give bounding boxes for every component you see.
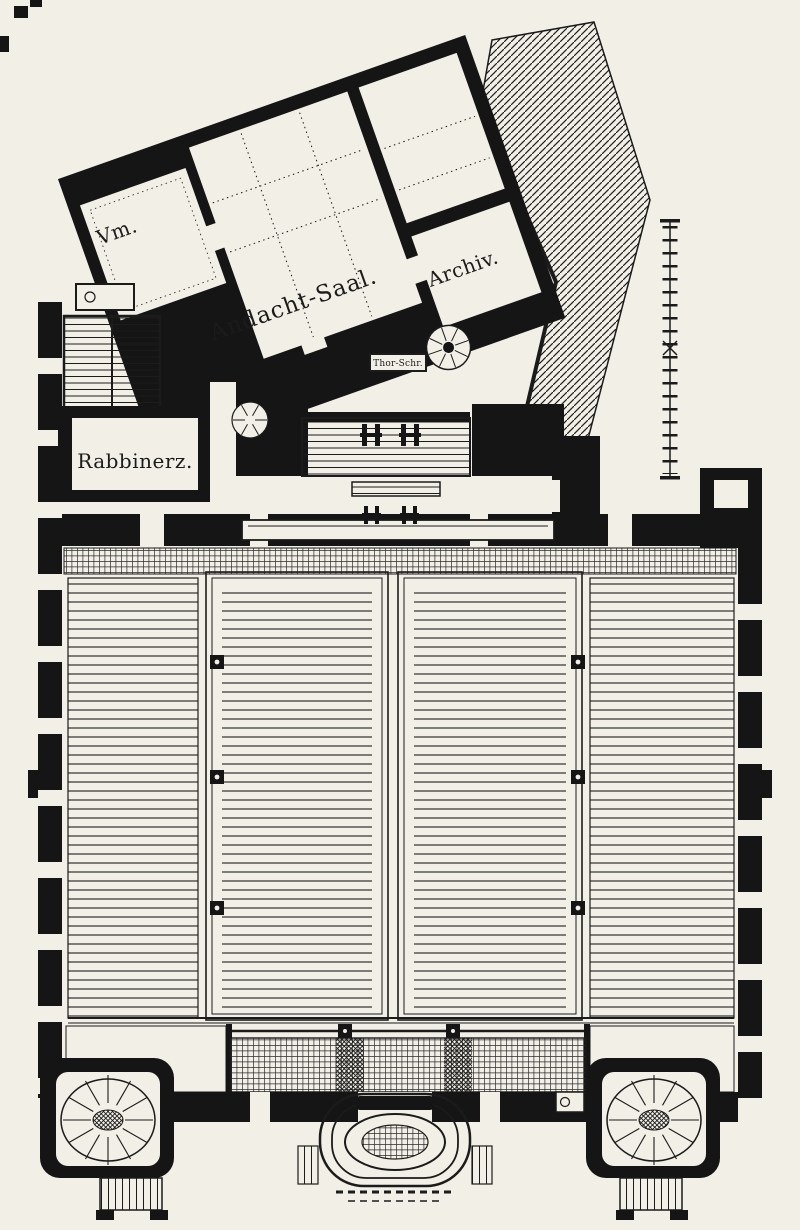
wing-spiral-stair-newel — [443, 341, 455, 353]
scale-bar — [660, 219, 680, 480]
exterior-steps-left — [99, 1177, 163, 1211]
portico-platform-inner — [361, 1124, 429, 1160]
portico-threshold — [356, 1096, 434, 1110]
portico-side-step — [471, 1145, 493, 1185]
corridor — [210, 382, 236, 518]
door-mark — [400, 513, 419, 517]
buttress-left — [28, 770, 38, 798]
columns — [210, 655, 585, 915]
portico-side-step — [297, 1145, 319, 1185]
door-gap — [250, 1092, 270, 1122]
column-core — [575, 774, 581, 780]
main-hall — [28, 302, 772, 1122]
exterior-steps-right — [619, 1177, 683, 1211]
thor-schrein-label: Thor-Schr. — [373, 359, 423, 369]
closet-fixture — [84, 291, 96, 303]
door-gap — [608, 514, 632, 546]
terrace-steps — [301, 417, 471, 477]
pews-outer-right — [589, 577, 735, 1019]
scale-bar-cross-mark — [662, 340, 678, 356]
vestibule-mat — [444, 1038, 472, 1092]
vestibule-mat — [336, 1038, 364, 1092]
pews-outer-left — [67, 577, 199, 1019]
column-core — [214, 774, 220, 780]
room-upper-right — [358, 52, 505, 224]
door-gap — [404, 254, 429, 285]
spiral-stair-left-treads — [63, 1075, 153, 1165]
fixture — [559, 1096, 571, 1108]
rail-inner-left — [205, 571, 389, 1021]
ceiling-dotted-lines — [89, 112, 490, 338]
mid-structures: Rabbinerz. Thor-Schr. — [58, 283, 600, 518]
rail-inner-right — [397, 571, 583, 1021]
column-core — [575, 659, 581, 665]
door-gap — [140, 514, 164, 546]
vestibule-floor — [229, 1037, 587, 1093]
step-foot — [150, 1210, 168, 1220]
scan-artifact — [14, 6, 28, 18]
wing-spiral-stair-treads — [428, 327, 469, 368]
platform-band — [63, 547, 737, 575]
room-vm — [79, 167, 227, 321]
rail-inner-right2 — [403, 577, 577, 1015]
column-core — [214, 905, 220, 911]
closet — [75, 283, 135, 311]
scan-artifact — [30, 0, 42, 7]
step-foot — [96, 1210, 114, 1220]
door-gap — [480, 1092, 500, 1122]
upper-wing: Vm. Andacht-Saal. Archiv. — [57, 34, 566, 462]
door-marks-gallery — [362, 506, 419, 524]
corridor-steps — [351, 481, 441, 497]
spiral-stair-left-newel — [92, 1109, 124, 1131]
fan-stair — [231, 401, 269, 439]
column-core — [575, 905, 581, 911]
fan-stair-treads — [233, 405, 267, 435]
column-core — [214, 659, 220, 665]
pews-inner-left — [222, 590, 372, 1010]
door-mark — [362, 513, 381, 517]
scan-artifact — [0, 36, 9, 52]
screen-post-core — [451, 1029, 455, 1033]
door-gap — [204, 222, 227, 252]
corner-room — [714, 480, 748, 508]
pews-inner-right — [414, 590, 566, 1010]
vestibule-wall-stub — [584, 1024, 590, 1092]
door-mark — [399, 433, 421, 437]
scale-bar-end-top — [660, 219, 680, 223]
room-rabbinerz — [72, 418, 198, 490]
door-marks-terrace — [360, 424, 421, 446]
gallery-platform — [241, 519, 555, 541]
wall-mass-right — [472, 404, 564, 476]
step-foot — [616, 1210, 634, 1220]
spiral-stair-right-newel — [638, 1109, 670, 1131]
thor-schrein-box — [369, 353, 427, 372]
screen-post-core — [343, 1029, 347, 1033]
buttress-right — [762, 770, 772, 798]
scan-artifacts — [0, 0, 42, 52]
room-label-rabbinerz: Rabbinerz. — [77, 449, 193, 473]
door-mark — [360, 433, 382, 437]
rail-inner-left2 — [211, 577, 383, 1015]
stair-towers — [40, 1058, 720, 1220]
entrance-portico — [297, 1092, 493, 1202]
door-gap — [300, 335, 328, 355]
step-foot — [670, 1210, 688, 1220]
portico-outer-step — [318, 1092, 472, 1188]
vestibule-wall-stub — [226, 1024, 232, 1092]
room-archiv — [411, 201, 542, 327]
spiral-stair-right-treads — [609, 1075, 699, 1165]
